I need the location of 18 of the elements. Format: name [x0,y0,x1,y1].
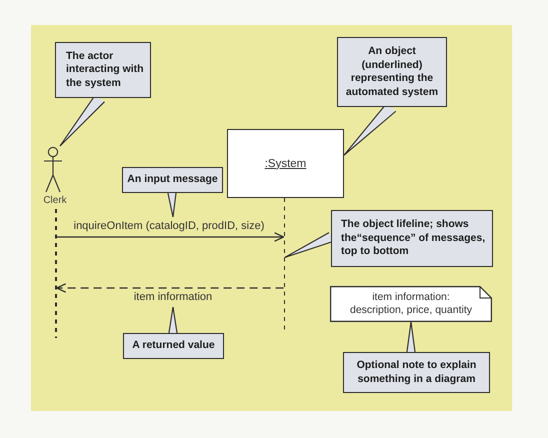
callout: An object (underlined) representing the automated system [337,37,447,107]
return-message-arrow [56,283,284,293]
message-label: item information [134,291,212,303]
lifeline [55,209,57,338]
callout-tail [406,321,416,353]
callout-tail [167,192,177,218]
callout: A returned value [123,333,224,359]
message-arrow [56,232,284,242]
callout: An input message [122,167,223,193]
callout: The actor interacting with the system [55,42,151,98]
note: item information: description, price, quantity [330,286,492,322]
callout-tail [284,232,334,258]
callout: The object lifeline; shows the“sequence” of messages, top to bottom [331,210,493,267]
callout-tail [168,306,178,334]
actor-name: Clerk [42,195,68,207]
object-box: :System [227,129,344,198]
message-label: inquireOnItem (catalogID, prodID, size) [74,220,264,232]
callout: Optional note to explain something in a diagram [343,352,490,393]
